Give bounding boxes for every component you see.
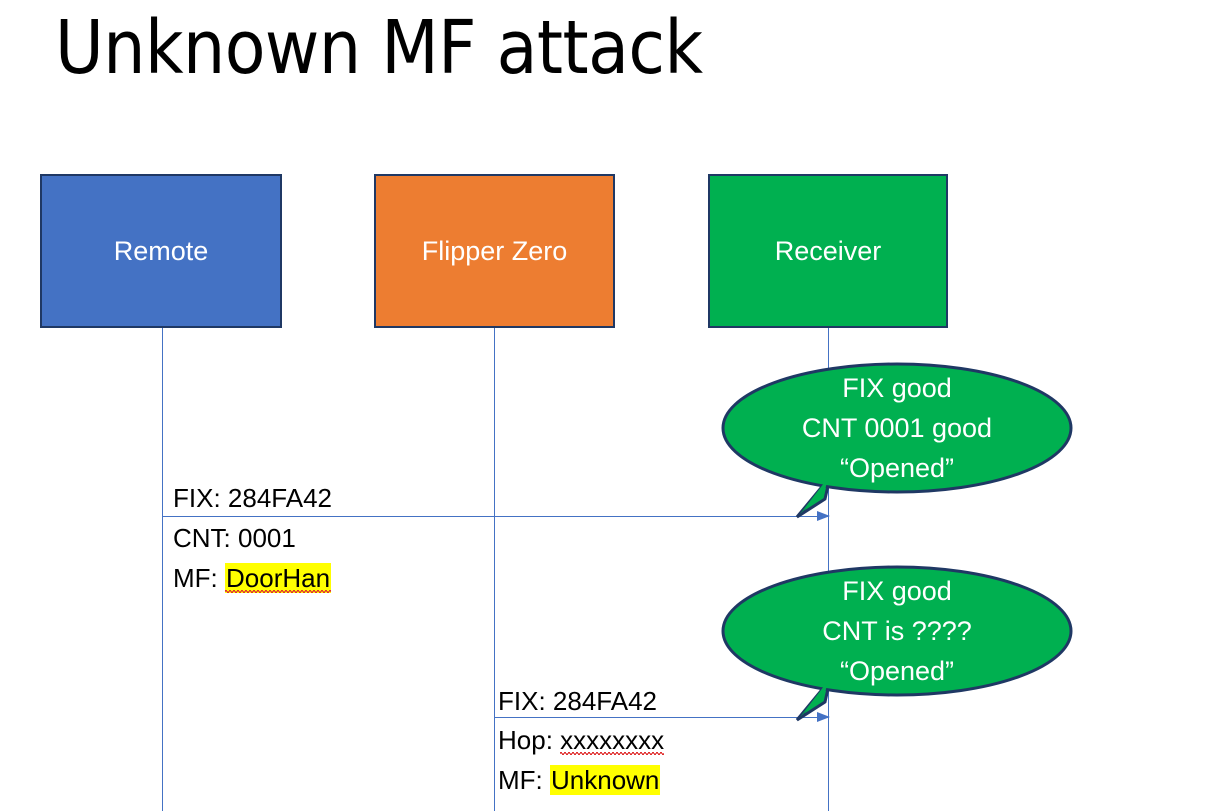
lifeline-remote (162, 328, 163, 811)
speech-bubble-receiver-1[interactable]: FIX good CNT 0001 good “Opened” (721, 362, 1073, 519)
message-1-line-1: FIX: 284FA42 (173, 483, 332, 513)
actor-box-remote[interactable]: Remote (40, 174, 282, 328)
actor-label-receiver: Receiver (774, 235, 882, 266)
page-title: Unknown MF attack (55, 5, 703, 91)
message-2-hop-label: Hop: (498, 725, 561, 755)
message-1-body: CNT: 0001 MF: DoorHan (173, 518, 331, 598)
lifeline-flipper (494, 328, 495, 811)
message-1-line-3: MF: DoorHan (173, 558, 331, 598)
actor-box-flipper[interactable]: Flipper Zero (374, 174, 615, 328)
message-2-hop-value: xxxxxxxx (560, 725, 665, 755)
message-1-mf-label: MF: (173, 563, 225, 593)
message-1-line-2: CNT: 0001 (173, 523, 296, 553)
message-2-line-2: Hop: xxxxxxxx (498, 720, 665, 760)
message-1-mf-value: DoorHan (226, 563, 331, 593)
message-2-mf-label: MF: (498, 765, 550, 795)
lifeline-receiver (828, 328, 829, 811)
actor-box-receiver[interactable]: Receiver (708, 174, 948, 328)
speech-bubble-receiver-2[interactable]: FIX good CNT is ???? “Opened” (721, 565, 1073, 722)
message-2-line-1: FIX: 284FA42 (498, 686, 657, 716)
message-2-body: Hop: xxxxxxxx MF: Unknown (498, 720, 665, 800)
message-2-mf-value: Unknown (550, 765, 661, 795)
actor-label-remote: Remote (113, 235, 209, 266)
message-arrow-remote-to-receiver (163, 511, 830, 521)
message-2-line-3: MF: Unknown (498, 760, 664, 800)
message-arrow-flipper-to-receiver (495, 712, 830, 722)
actor-label-flipper: Flipper Zero (421, 235, 568, 266)
